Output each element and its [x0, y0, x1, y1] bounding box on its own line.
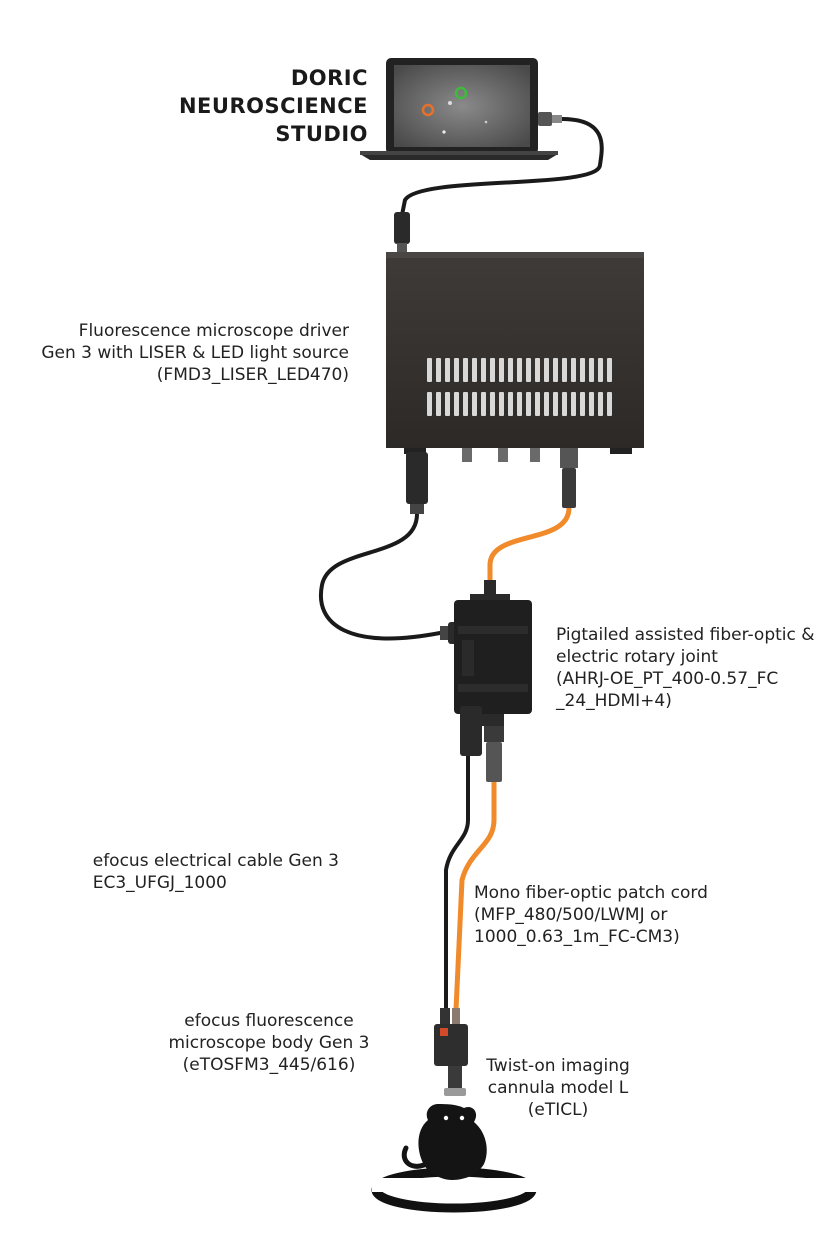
electrical-cable-label-line: EC3_UFGJ_1000 — [92, 873, 227, 893]
software-name: DORIC NEUROSCIENCE STUDIO — [179, 64, 368, 148]
vent-slot — [481, 392, 486, 416]
vent-slot — [427, 358, 432, 382]
patch-cord-label-line: (MFP_480/500/LWMJ or — [474, 905, 668, 925]
driver-box — [386, 252, 644, 462]
vent-slot — [436, 358, 441, 382]
efocus-electrical-cable — [444, 756, 470, 1010]
cannula-label-line: (eTICL) — [527, 1100, 589, 1120]
vent-slot — [544, 392, 549, 416]
vent-slot — [445, 392, 450, 416]
vent-slot — [553, 358, 558, 382]
usb-cable — [394, 112, 604, 253]
rotary-joint-label-line: (AHRJ-OE_PT_400-0.57_FC — [556, 669, 779, 689]
fiber-cable-top — [484, 448, 578, 596]
rotary-joint-label-line: electric rotary joint — [556, 647, 718, 667]
electrical-cable-driver — [318, 452, 468, 644]
microscope-body — [434, 1008, 468, 1096]
vent-slot — [427, 392, 432, 416]
vent-slot — [472, 358, 477, 382]
vent-slot — [472, 392, 477, 416]
vent-slot — [454, 392, 459, 416]
vent-slot — [535, 392, 540, 416]
brand-line-1: DORIC — [290, 66, 368, 90]
vent-slot — [562, 358, 567, 382]
patch-cord-label-line: Mono fiber-optic patch cord — [474, 883, 708, 903]
vent-slot — [526, 358, 531, 382]
vent-slot — [481, 358, 486, 382]
rotary-joint — [454, 594, 532, 726]
rotary-joint-label: Pigtailed assisted fiber-optic & electri… — [556, 624, 815, 712]
driver-label-line: (FMD3_LISER_LED470) — [156, 365, 349, 385]
laptop-icon — [360, 58, 558, 160]
brand-line-3: STUDIO — [275, 122, 368, 146]
vent-slot — [526, 392, 531, 416]
vent-slot — [454, 358, 459, 382]
microscope-body-label-line: (eTOSFM3_445/616) — [182, 1055, 356, 1075]
vent-slot — [499, 358, 504, 382]
driver-label-line: Gen 3 with LISER & LED light source — [41, 343, 349, 363]
roi-orange-marker — [421, 103, 435, 117]
vent-slot — [571, 358, 576, 382]
vent-slot — [607, 392, 612, 416]
rotary-joint-label-line: Pigtailed assisted fiber-optic & — [556, 625, 815, 645]
vent-slot — [589, 358, 594, 382]
vent-slot — [571, 392, 576, 416]
vent-slot — [463, 392, 468, 416]
cannula-label-line: cannula model L — [487, 1078, 629, 1098]
vent-slot — [490, 392, 495, 416]
vent-slot — [598, 358, 603, 382]
vent-slot — [607, 358, 612, 382]
electrical-cable-label: efocus electrical cable Gen 3 EC3_UFGJ_1… — [93, 850, 339, 894]
vent-slot — [490, 358, 495, 382]
rotary-joint-label-line: _24_HDMI+4) — [556, 691, 672, 711]
driver-label-line: Fluorescence microscope driver — [78, 321, 349, 341]
mouse-icon — [371, 1104, 542, 1213]
vent-slot — [544, 358, 549, 382]
patch-cord-label: Mono fiber-optic patch cord (MFP_480/500… — [474, 882, 708, 948]
vent-slot — [436, 392, 441, 416]
rotary-joint-outputs — [460, 706, 504, 782]
vent-slot — [580, 358, 585, 382]
mono-fiber-patch-cord — [453, 782, 497, 1011]
roi-green-marker — [454, 86, 468, 100]
vent-slot — [598, 392, 603, 416]
microscope-body-label-line: microscope body Gen 3 — [168, 1033, 370, 1053]
vent-slot — [517, 358, 522, 382]
cannula-label-line: Twist-on imaging — [486, 1056, 630, 1076]
vent-slot — [535, 358, 540, 382]
vent-slot — [508, 358, 513, 382]
vent-slot — [508, 392, 513, 416]
vent-slot — [463, 358, 468, 382]
cannula-label: Twist-on imaging cannula model L (eTICL) — [478, 1055, 638, 1121]
microscope-body-label-line: efocus fluorescence — [184, 1011, 354, 1031]
vent-slot — [589, 392, 594, 416]
vent-slot — [517, 392, 522, 416]
patch-cord-label-line: 1000_0.63_1m_FC-CM3) — [474, 927, 680, 947]
brand-line-2: NEUROSCIENCE — [178, 94, 368, 118]
vent-slot — [562, 392, 567, 416]
electrical-cable-label-line: efocus electrical cable Gen 3 — [92, 851, 339, 871]
microscope-body-label: efocus fluorescence microscope body Gen … — [150, 1010, 388, 1076]
vent-slot — [499, 392, 504, 416]
vent-slot — [553, 392, 558, 416]
vent-slot — [580, 392, 585, 416]
vent-slot — [445, 358, 450, 382]
driver-label: Fluorescence microscope driver Gen 3 wit… — [41, 320, 349, 386]
